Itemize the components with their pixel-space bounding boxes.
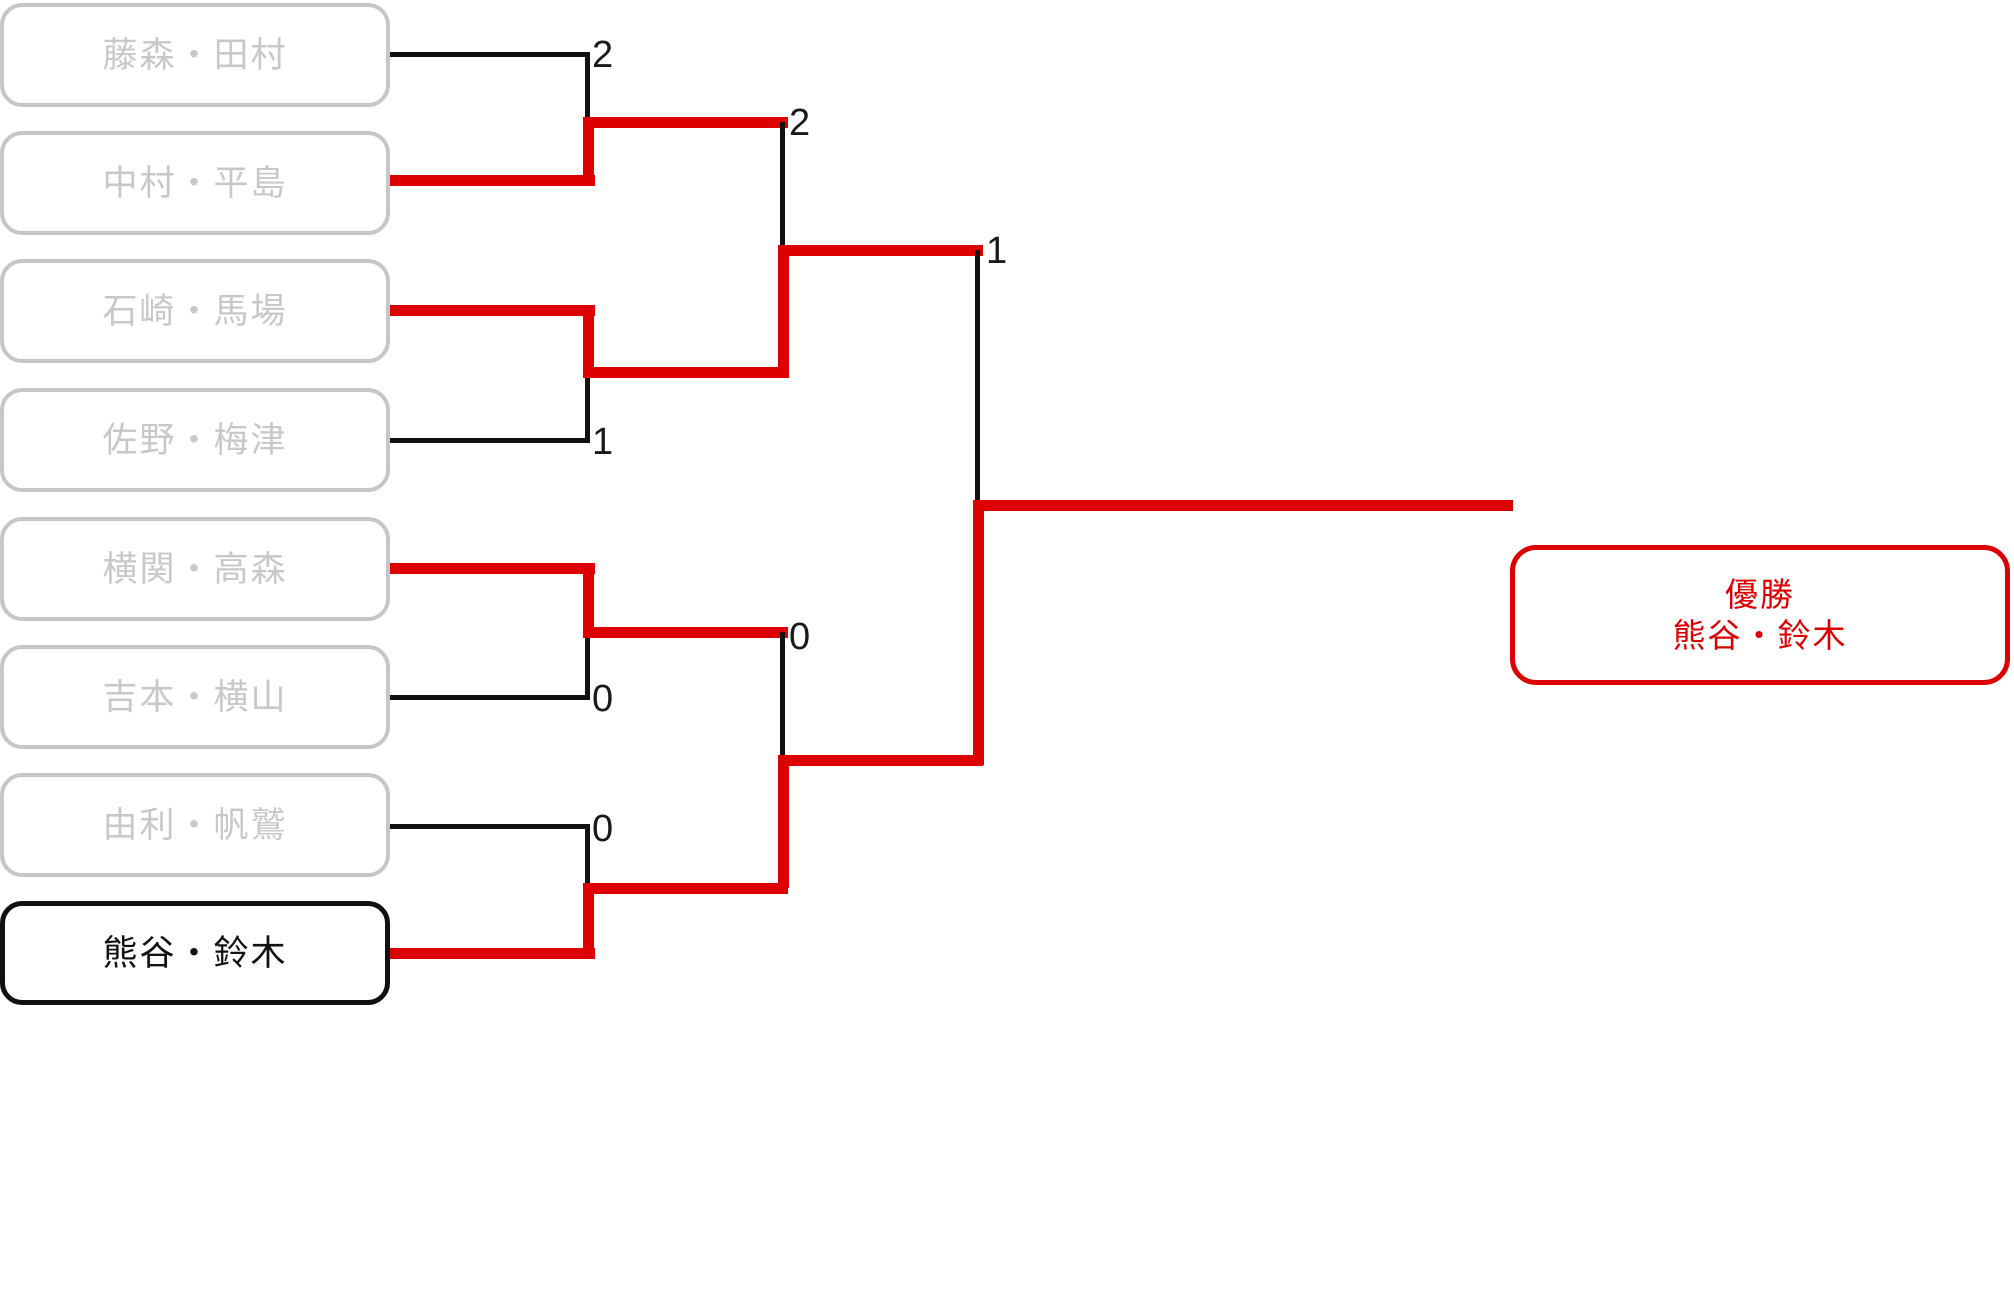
score-r1m2-loser: 1: [592, 421, 614, 463]
team-box-1[interactable]: 藤森・田村: [0, 3, 390, 107]
line-r1m3-bottom-horizontal: [390, 695, 590, 700]
score-r1m3-loser: 0: [592, 678, 614, 720]
line-final-vertical-lose: [975, 250, 980, 505]
team-box-7[interactable]: 由利・帆鷲: [0, 773, 390, 877]
line-r1m1-bottom-horizontal: [390, 175, 595, 186]
line-r1m2-vertical-win: [583, 305, 594, 378]
team-name-3: 石崎・馬場: [102, 291, 288, 331]
team-name-4: 佐野・梅津: [102, 420, 288, 460]
line-final-vertical-win: [973, 500, 984, 765]
team-box-2[interactable]: 中村・平島: [0, 131, 390, 235]
line-r1m4-winner-out: [583, 883, 788, 894]
line-r1m3-vertical-lose: [585, 632, 590, 699]
team-box-3[interactable]: 石崎・馬場: [0, 259, 390, 363]
line-r1m2-vertical-lose: [585, 372, 590, 442]
team-name-6: 吉本・横山: [102, 677, 288, 717]
line-r2m1-vertical-win: [778, 245, 789, 378]
line-r2m2-vertical-lose: [780, 632, 785, 760]
score-r2m1-loser: 2: [789, 102, 811, 144]
line-r2m1-vertical-lose: [780, 122, 785, 250]
team-name-7: 由利・帆鷲: [102, 805, 288, 845]
team-name-8: 熊谷・鈴木: [102, 933, 288, 973]
champion-box[interactable]: 優勝 熊谷・鈴木: [1510, 545, 2010, 685]
team-box-5[interactable]: 横関・高森: [0, 517, 390, 621]
team-name-1: 藤森・田村: [102, 35, 288, 75]
team-box-6[interactable]: 吉本・横山: [0, 645, 390, 749]
line-r1m1-winner-out: [583, 117, 788, 128]
line-r1m4-vertical-lose: [585, 824, 590, 890]
score-r2m2-loser: 0: [789, 616, 811, 658]
line-r1m2-bottom-horizontal: [390, 438, 590, 443]
champion-name: 熊谷・鈴木: [1672, 617, 1848, 654]
line-r1m3-vertical-win: [583, 563, 594, 638]
line-r1m1-vertical-lose: [585, 52, 590, 122]
team-name-5: 横関・高森: [102, 549, 288, 589]
line-r1m4-vertical-win: [583, 883, 594, 958]
score-r1m1-loser: 2: [592, 34, 614, 76]
line-r2m2-winner-out: [778, 755, 983, 766]
team-box-4[interactable]: 佐野・梅津: [0, 388, 390, 492]
line-final-winner-out: [973, 500, 1513, 511]
line-r1m3-winner-out: [583, 627, 788, 638]
line-r1m4-bottom-horizontal: [390, 948, 595, 959]
line-r2m1-winner-out: [778, 245, 983, 256]
line-r1m4-top-horizontal: [390, 824, 590, 829]
team-name-2: 中村・平島: [102, 163, 288, 203]
line-r1m3-top-horizontal: [390, 563, 595, 574]
line-r1m1-top-horizontal: [390, 52, 590, 57]
score-r1m4-loser: 0: [592, 808, 614, 850]
line-r1m2-winner-out: [583, 367, 788, 378]
score-final-loser: 1: [986, 230, 1008, 272]
line-r2m2-vertical-win: [778, 755, 789, 888]
team-box-8[interactable]: 熊谷・鈴木: [0, 901, 390, 1005]
line-r1m2-top-horizontal: [390, 305, 595, 316]
line-r1m1-vertical-win: [583, 117, 594, 185]
champion-label: 優勝: [1725, 575, 1795, 613]
